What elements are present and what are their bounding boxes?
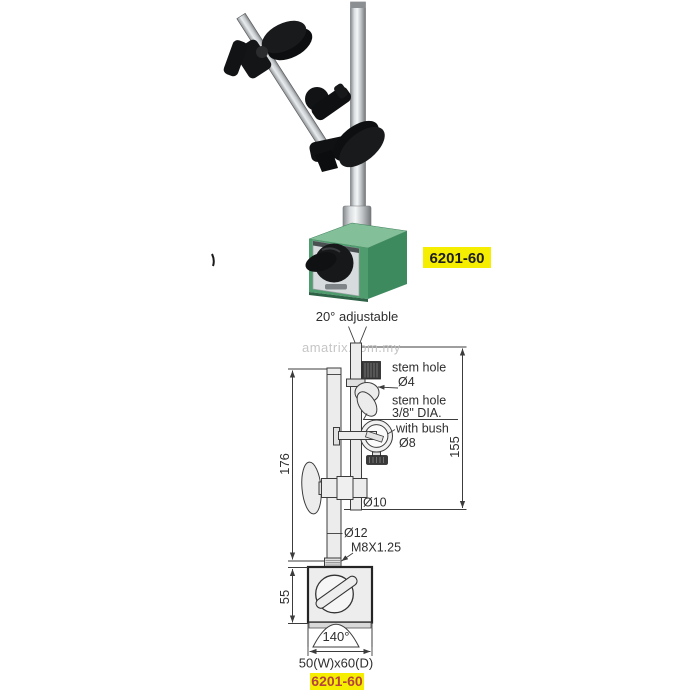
dim-176: 176 xyxy=(277,453,292,475)
leader-bush xyxy=(387,429,396,435)
model-badge-top xyxy=(423,247,491,268)
spec-diagram: 20° adjustable 155 amatrix.com.my 176 xyxy=(277,309,467,690)
knurled-knob-bottom xyxy=(366,455,388,465)
model-badge-bottom xyxy=(310,673,364,690)
photo-knob-handle xyxy=(305,252,337,272)
ring-clamp-bar xyxy=(364,430,384,443)
model-label-top: 6201-60 xyxy=(429,250,484,267)
callout-rod-dia: Ø10 xyxy=(363,496,387,510)
photo-rod-cap xyxy=(350,2,366,8)
leader-thread xyxy=(341,552,354,562)
dim-55: 55 xyxy=(277,590,292,604)
photo-lower-clamp-wedge xyxy=(315,150,338,172)
photo-mid-clamp-knob xyxy=(334,83,348,99)
base-v-groove-arc xyxy=(312,623,360,648)
dim-155: 155 xyxy=(447,436,462,458)
leader-stem-hole-large xyxy=(362,413,458,420)
photo-brand-smudge xyxy=(325,284,347,290)
dim-footprint: 50(W)x60(D) xyxy=(299,656,373,671)
stem-hole-oval xyxy=(356,391,378,417)
product-photo: 6201-60 xyxy=(211,1,491,302)
leader-stem-hole-small xyxy=(377,384,399,390)
callout-column-dia: Ø12 xyxy=(344,526,368,540)
photo-lower-disc xyxy=(339,126,385,168)
stray-mark xyxy=(211,253,215,267)
photo-base-bottom-shadow xyxy=(309,292,368,302)
ext-lines-55 xyxy=(288,567,308,624)
adjustable-funnel xyxy=(348,326,367,343)
callout-bush-2: Ø8 xyxy=(399,436,416,450)
diagram-upper-rod xyxy=(350,342,362,511)
photo-vertical-rod xyxy=(350,1,366,229)
photo-base-right-face xyxy=(368,231,407,299)
photo-arm-hub xyxy=(256,46,268,58)
ext-lines-176 xyxy=(288,368,327,562)
diagram-column xyxy=(326,367,342,559)
photo-left-thumbscrew xyxy=(223,40,248,77)
callout-stem-hole-small-2: Ø4 xyxy=(398,375,415,389)
knurled-knob-top xyxy=(361,361,381,380)
adjustable-label: 20° adjustable xyxy=(316,309,399,324)
model-label-bottom: 6201-60 xyxy=(311,673,363,689)
photo-knob-highlight xyxy=(321,247,341,253)
callout-bush-1: with bush xyxy=(395,422,449,436)
callout-thread: M8X1.25 xyxy=(351,541,401,555)
ext-lines-width xyxy=(307,628,373,656)
clamp-block-hub xyxy=(336,476,354,500)
thread-lines xyxy=(325,560,340,566)
callout-stem-hole-large-1: stem hole xyxy=(392,394,446,408)
callout-base-angle: 140° xyxy=(323,629,350,644)
photo-top-disc xyxy=(261,20,307,54)
callout-stem-hole-large-2: 3/8" DIA. xyxy=(392,406,442,420)
callout-stem-hole-small-1: stem hole xyxy=(392,361,446,375)
base-switch-lever xyxy=(315,575,358,609)
